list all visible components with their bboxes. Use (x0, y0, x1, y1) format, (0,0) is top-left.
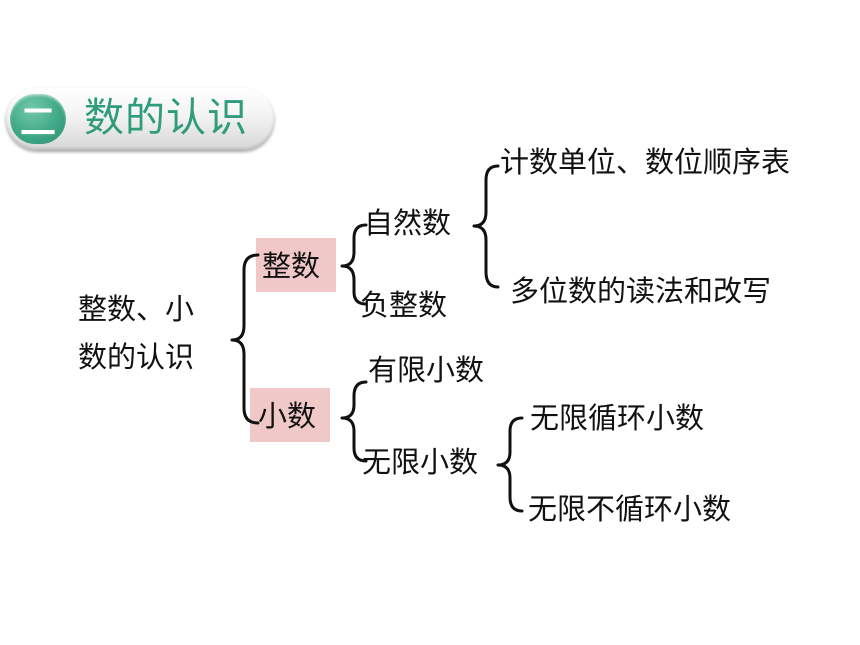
decimals-label: 小数 (258, 399, 317, 433)
natural-numbers-label: 自然数 (364, 206, 452, 240)
natural-brace (472, 164, 500, 289)
infinite-decimals-label: 无限小数 (362, 445, 479, 479)
read-write-label: 多位数的读法和改写 (510, 274, 772, 308)
decimals-highlight (250, 388, 330, 442)
non-repeating-decimals-label: 无限不循环小数 (528, 492, 732, 526)
finite-decimals-label: 有限小数 (368, 353, 485, 387)
root-brace (230, 253, 260, 425)
root-label-line1: 整数、小 (78, 292, 195, 326)
decimals-brace (340, 380, 368, 463)
integers-highlight (256, 238, 336, 292)
section-number-badge: 二 (10, 94, 66, 144)
negative-integers-label: 负整数 (360, 288, 448, 322)
counting-units-label: 计数单位、数位顺序表 (500, 145, 791, 179)
section-title: 数的认识 (84, 95, 248, 141)
integers-label: 整数 (262, 249, 321, 283)
repeating-decimals-label: 无限循环小数 (530, 401, 705, 435)
integers-brace (340, 223, 368, 306)
root-label-line2: 数的认识 (78, 340, 195, 374)
infinite-brace (496, 416, 524, 513)
